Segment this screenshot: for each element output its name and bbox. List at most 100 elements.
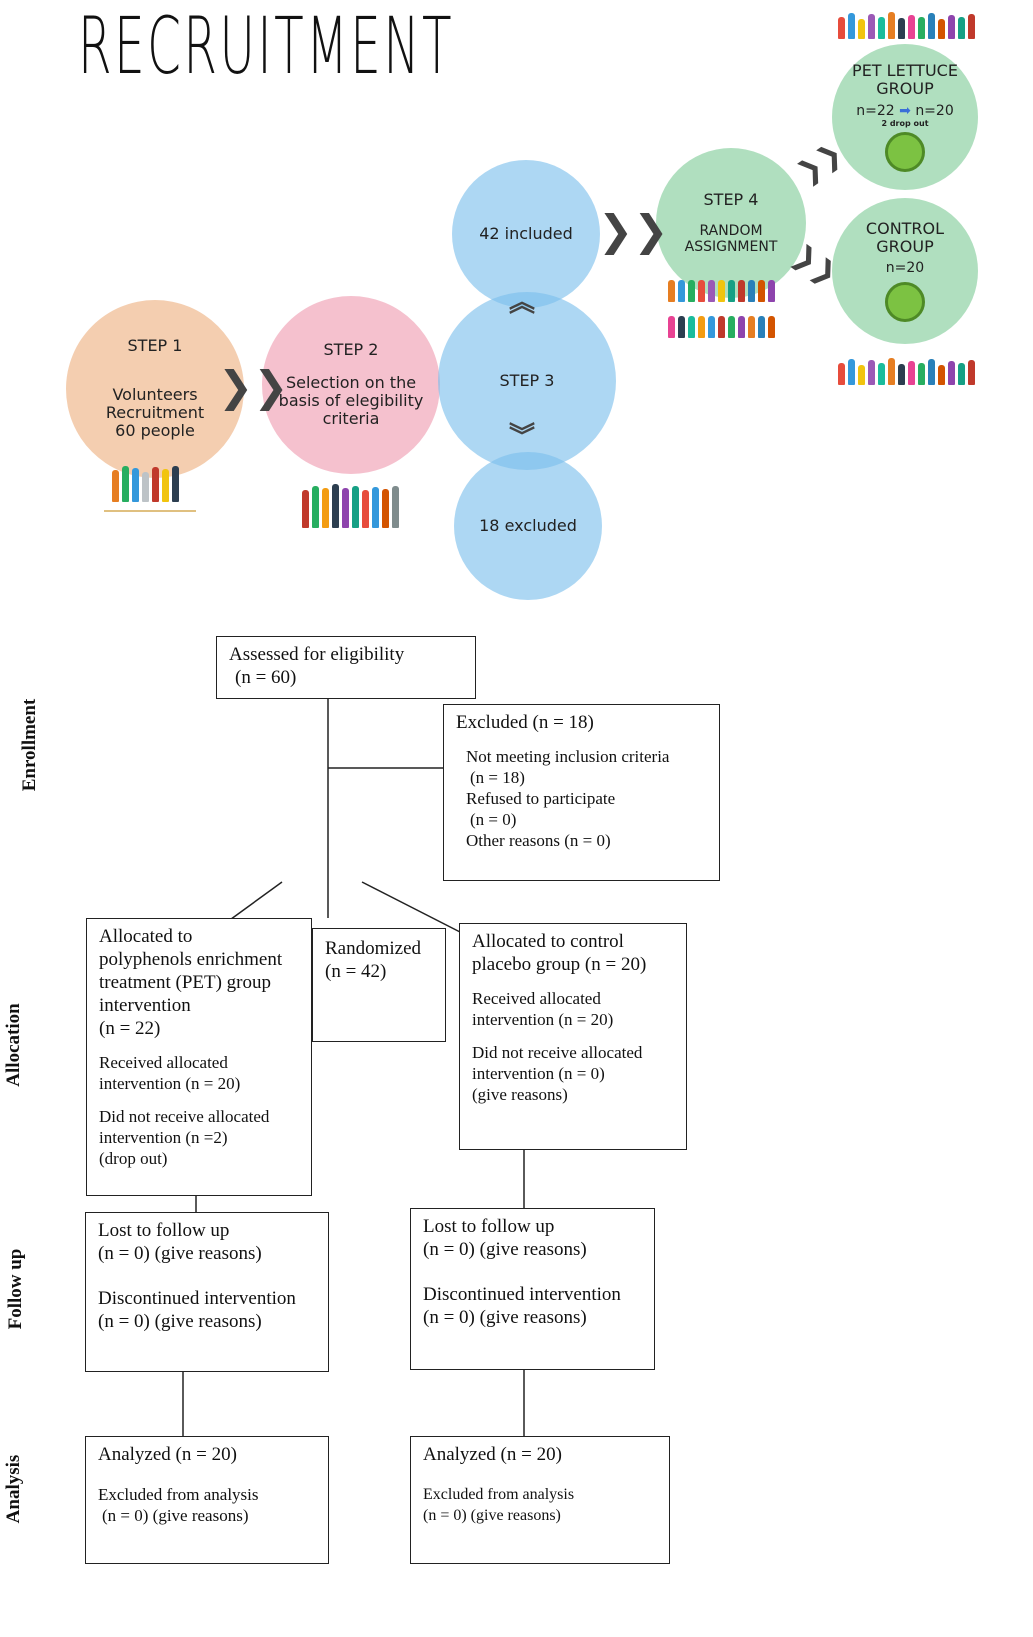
step1-circle: STEP 1 Volunteers Recruitment 60 people [66,300,244,478]
analysis-right-l3: (n = 0) (give reasons) [423,1507,561,1524]
step2-line3: criteria [322,409,380,429]
randomized-line1: Randomized [325,938,422,959]
assessed-line1: Assessed for eligibility [229,644,405,665]
control-group-circle: CONTROL GROUP n=20 [832,198,978,344]
alloc-control-l5: Did not receive allocated [472,1043,643,1062]
stage-label-followup: Follow up [5,1248,26,1330]
excluded-circle-label: 18 excluded [479,515,577,535]
control-group-n: n=20 [885,260,925,277]
step3-heading: STEP 3 [499,370,555,390]
followup-right-l1: Lost to follow up [423,1216,555,1237]
excluded-title: Excluded (n = 18) [456,712,594,733]
excluded-circle: 18 excluded [454,452,602,600]
double-chevron-up-icon: ︽ [509,288,536,318]
followup-right-l2: (n = 0) (give reasons) [423,1239,587,1260]
alloc-pet-l1: Allocated to [99,926,193,947]
alloc-control-l3: Received allocated [472,989,601,1008]
double-chevron-right-icon: ❯❯ [218,362,289,411]
alloc-control-l1: Allocated to control [472,931,624,952]
analysis-right-box: Analyzed (n = 20) Excluded from analysis… [410,1436,670,1564]
analysis-right-l2: Excluded from analysis [423,1486,575,1503]
followup-left-l3: Discontinued intervention [98,1288,296,1309]
alloc-pet-l6: Received allocated [99,1053,228,1072]
excluded-l4: (n = 0) [470,810,517,829]
analysis-left-l3: (n = 0) (give reasons) [102,1506,249,1525]
pet-group-n-after: n=20 [915,102,954,119]
alloc-pet-box: Allocated to polyphenols enrichment trea… [86,918,312,1196]
step1-line2: Recruitment [105,403,205,422]
followup-left-box: Lost to follow up (n = 0) (give reasons)… [85,1212,329,1372]
excluded-l1: Not meeting inclusion criteria [466,747,670,766]
alloc-control-box: Allocated to control placebo group (n = … [459,923,687,1150]
alloc-pet-l7: intervention (n = 20) [99,1074,241,1093]
people-illustration-step4-row2 [668,316,775,338]
lettuce-icon [885,282,925,323]
step4-line2: ASSIGNMENT [684,239,778,256]
step1-line1: Volunteers [112,384,198,404]
arrow-right-icon: ➡ [899,102,911,119]
step2-line2: basis of elegibility [278,391,424,410]
control-group-line2: GROUP [876,236,934,256]
followup-right-l4: (n = 0) (give reasons) [423,1307,587,1328]
step4-circle: STEP 4 RANDOM ASSIGNMENT [656,148,806,298]
crowd-illustration-bottom-right [838,358,975,385]
alloc-pet-l10: (drop out) [99,1149,168,1168]
double-chevron-right-icon: ❯❯ [598,206,669,255]
alloc-pet-l2: polyphenols enrichment [99,949,283,970]
alloc-pet-l8: Did not receive allocated [99,1107,270,1126]
analysis-left-l2: Excluded from analysis [98,1485,259,1504]
stage-label-enrollment: Enrollment [19,698,40,792]
pet-group-line2: GROUP [876,79,934,99]
alloc-control-l4: intervention (n = 20) [472,1010,614,1029]
crowd-illustration-top [838,12,975,39]
followup-right-l3: Discontinued intervention [423,1284,621,1305]
alloc-pet-l4: intervention [99,995,191,1016]
excluded-l2: (n = 18) [470,768,525,787]
followup-left-l2: (n = 0) (give reasons) [98,1243,262,1264]
alloc-pet-l9: intervention (n =2) [99,1128,228,1147]
stage-label-allocation: Allocation [3,1003,24,1087]
randomized-box: Randomized (n = 42) [312,928,446,1042]
alloc-pet-l3: treatment (PET) group [99,972,272,993]
included-circle: 42 included [452,160,600,308]
pet-group-circle: PET LETTUCE GROUP n=22 ➡ n=20 2 drop out [832,44,978,190]
page-title: RECRUITMENT [78,2,455,92]
people-illustration-step1 [112,466,179,502]
randomized-line2: (n = 42) [325,961,387,982]
assessed-box: Assessed for eligibility (n = 60) [216,636,476,699]
analysis-left-box: Analyzed (n = 20) Excluded from analysis… [85,1436,329,1564]
step4-heading: STEP 4 [703,189,759,209]
pet-group-line1: PET LETTUCE [852,60,958,80]
pet-group-note: 2 drop out [881,118,929,128]
double-chevron-down-icon: ︾ [509,422,536,452]
alloc-control-l2: placebo group (n = 20) [472,954,647,975]
followup-right-box: Lost to follow up (n = 0) (give reasons)… [410,1208,655,1370]
excluded-box: Excluded (n = 18) Not meeting inclusion … [443,704,720,881]
excluded-l3: Refused to participate [466,789,616,808]
people-illustration-step4 [668,280,775,302]
people-illustration-step2 [302,484,399,528]
control-group-line1: CONTROL [865,218,945,238]
included-label: 42 included [479,223,573,243]
excluded-l5: Other reasons (n = 0) [466,831,611,850]
step3-circle: STEP 3 [438,292,616,470]
pet-group-n-before: n=22 [856,102,895,119]
step1-line3: 60 people [115,421,195,441]
followup-left-l4: (n = 0) (give reasons) [98,1311,262,1332]
alloc-control-l6: intervention (n = 0) [472,1064,605,1083]
analysis-right-l1: Analyzed (n = 20) [423,1444,562,1465]
pet-group-counts: n=22 ➡ n=20 [856,103,953,119]
followup-left-l1: Lost to follow up [98,1220,230,1241]
assessed-line2: (n = 60) [235,667,297,688]
alloc-control-l7: (give reasons) [472,1085,568,1104]
lettuce-icon [885,132,925,173]
step2-line1: Selection on the [285,372,417,392]
alloc-pet-l5: (n = 22) [99,1018,161,1039]
analysis-left-l1: Analyzed (n = 20) [98,1444,237,1465]
connector-line [361,881,461,933]
step2-heading: STEP 2 [323,340,379,360]
step4-line1: RANDOM [699,223,763,240]
stage-label-analysis: Analysis [3,1454,24,1524]
step2-circle: STEP 2 Selection on the basis of elegibi… [262,296,440,474]
divider [104,510,196,512]
